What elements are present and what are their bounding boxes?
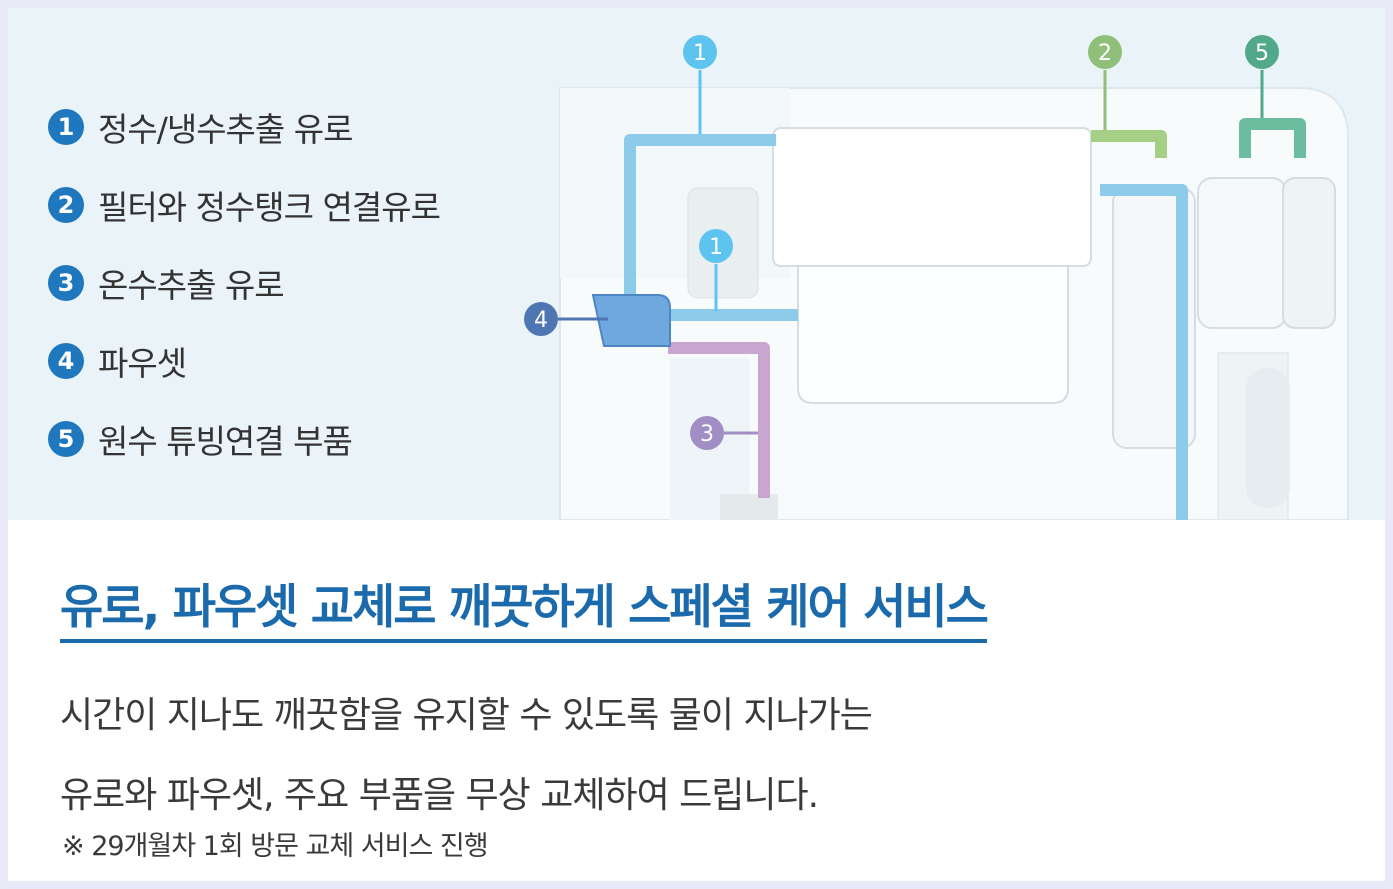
svg-text:1: 1 [693,41,707,66]
legend-item: 2 필터와 정수탱크 연결유로 [48,166,441,244]
svg-text:3: 3 [700,422,714,447]
marker-hot-water: 3 [690,416,724,450]
svg-text:5: 5 [1255,41,1269,66]
legend-label: 온수추출 유로 [98,266,285,305]
service-note: ※ 29개월차 1회 방문 교체 서비스 진행 [62,831,489,862]
legend-item: 4 파우셋 [48,322,440,400]
legend-label: 원수 튜빙연결 부품 [98,422,353,461]
marker-filter: 2 [1088,35,1122,69]
legend-item: 1 정수/냉수추출 유로 [48,88,440,166]
description-line-2: 유로와 파우셋, 주요 부품을 무상 교체하여 드립니다. [60,775,819,816]
info-card: 1 2 5 1 4 3 [8,8,1385,881]
legend-label: 정수/냉수추출 유로 [98,110,353,149]
legend-number: 5 [48,421,84,457]
legend-label: 파우셋 [98,344,187,383]
service-description: 시간이 지나도 깨끗함을 유지할 수 있도록 물이 지나가는 유로와 파우셋, … [60,676,873,836]
marker-cold-top: 1 [683,35,717,69]
marker-leaders [558,70,1264,435]
legend-list: 1 정수/냉수추출 유로 2 필터와 정수탱크 연결유로 3 온수추출 유로 4… [48,88,441,478]
water-purifier-diagram: 1 2 5 1 4 3 [524,35,1349,520]
description-line-1: 시간이 지나도 깨끗함을 유지할 수 있도록 물이 지나가는 [60,695,873,736]
legend-item: 5 원수 튜빙연결 부품 [48,400,440,478]
cold-water-tube [624,134,1188,520]
hot-water-tube [668,342,770,498]
legend-number: 4 [48,343,84,379]
legend-label: 필터와 정수탱크 연결유로 [98,188,441,227]
diagram-panel: 1 2 5 1 4 3 [8,8,1385,520]
marker-raw-water: 5 [1245,35,1279,69]
legend-item: 3 온수추출 유로 [48,244,440,322]
legend-number: 3 [48,265,84,301]
service-headline: 유로, 파우셋 교체로 깨끗하게 스페셜 케어 서비스 [60,568,989,643]
legend-number: 2 [48,187,84,223]
raw-water-tube [1239,118,1306,158]
water-tank [772,127,1092,404]
marker-cold-mid: 1 [699,229,733,263]
svg-text:2: 2 [1098,41,1112,66]
faucet [591,294,671,347]
marker-faucet: 4 [524,302,558,336]
svg-text:1: 1 [709,235,723,260]
legend-number: 1 [48,109,84,145]
filter-tank-tube [1091,130,1167,158]
svg-text:4: 4 [534,308,548,333]
